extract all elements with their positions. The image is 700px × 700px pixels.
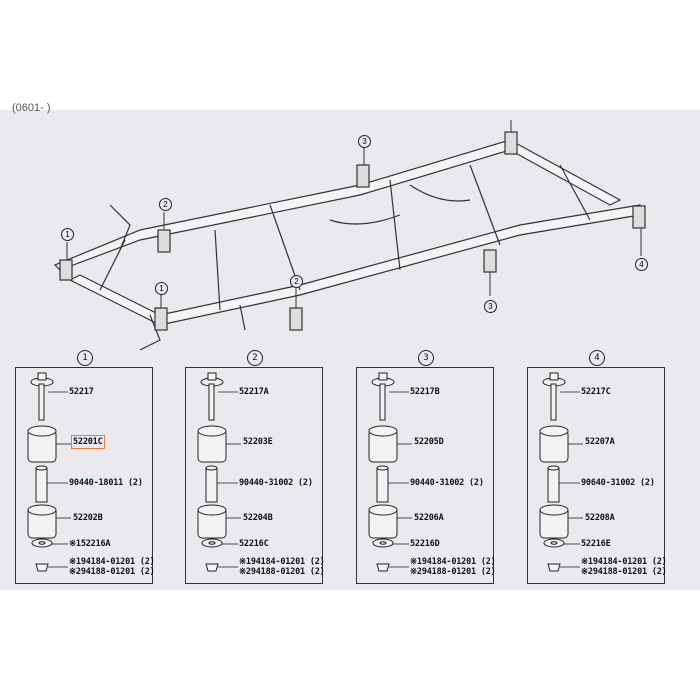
body-mount-panel-4: 52217C 52207A 90640-31002 (2) 52208A 52216E ※… [527, 367, 667, 584]
part-number-collar[interactable]: 90440-18011 (2) [69, 478, 143, 488]
part-number-nut-a[interactable]: ※194184-01201 (2) [410, 557, 496, 567]
mount-parts-drawing [27, 372, 71, 572]
frame-callout-3b: 3 [484, 300, 497, 313]
mount-parts-drawing [197, 372, 241, 572]
model-range-label: (0601- ) [12, 102, 51, 114]
part-number-washer[interactable]: 52216D [410, 539, 440, 549]
part-number-bolt[interactable]: 52217 [69, 387, 94, 397]
part-number-nut-a[interactable]: ※194184-01201 (2) [239, 557, 325, 567]
frame-callout-4: 4 [635, 258, 648, 271]
part-number-nut-b[interactable]: ※294188-01201 (2) [239, 567, 325, 577]
part-number-upper-cushion[interactable]: 52203E [243, 437, 273, 447]
panel-number-4: 4 [589, 350, 605, 366]
part-number-nut-b[interactable]: ※294188-01201 (2) [410, 567, 496, 577]
frame-callout-1a: 1 [61, 228, 74, 241]
body-mount-panel-1: 52217 52201C 90440-18011 (2) 52202B ※152216A… [15, 367, 155, 584]
part-number-collar[interactable]: 90440-31002 (2) [410, 478, 484, 488]
frame-callout-3a: 3 [358, 135, 371, 148]
part-number-washer[interactable]: 52216C [239, 539, 269, 549]
part-number-lower-cushion[interactable]: 52208A [585, 513, 615, 523]
part-number-upper-cushion[interactable]: 52207A [585, 437, 615, 447]
part-number-bolt[interactable]: 52217C [581, 387, 611, 397]
part-number-upper-cushion[interactable]: 52205D [414, 437, 444, 447]
panel-number-1: 1 [77, 350, 93, 366]
frame-callout-1b: 1 [155, 282, 168, 295]
part-number-bolt[interactable]: 52217B [410, 387, 440, 397]
body-mount-panel-2: 52217A 52203E 90440-31002 (2) 52204B 52216C ※… [185, 367, 325, 584]
panel-number-2: 2 [247, 350, 263, 366]
part-number-washer[interactable]: ※152216A [69, 539, 111, 549]
mount-parts-drawing [539, 372, 583, 572]
part-number-nut-a[interactable]: ※194184-01201 (2) [69, 557, 155, 567]
part-number-lower-cushion[interactable]: 52204B [243, 513, 273, 523]
part-number-nut-b[interactable]: ※294188-01201 (2) [581, 567, 667, 577]
frame-callout-2b: 2 [290, 275, 303, 288]
part-number-bolt[interactable]: 52217A [239, 387, 269, 397]
part-number-collar[interactable]: 90440-31002 (2) [239, 478, 313, 488]
part-number-upper-cushion[interactable]: 52201C [71, 435, 105, 449]
part-number-collar[interactable]: 90640-31002 (2) [581, 478, 655, 488]
part-number-nut-b[interactable]: ※294188-01201 (2) [69, 567, 155, 577]
frame-callout-2a: 2 [159, 198, 172, 211]
mount-parts-drawing [368, 372, 412, 572]
panel-number-3: 3 [418, 350, 434, 366]
part-number-lower-cushion[interactable]: 52202B [73, 513, 103, 523]
part-number-washer[interactable]: 52216E [581, 539, 611, 549]
part-number-lower-cushion[interactable]: 52206A [414, 513, 444, 523]
body-mount-panel-3: 52217B 52205D 90440-31002 (2) 52206A 52216D ※… [356, 367, 496, 584]
vehicle-frame-drawing [53, 120, 646, 351]
part-number-nut-a[interactable]: ※194184-01201 (2) [581, 557, 667, 567]
